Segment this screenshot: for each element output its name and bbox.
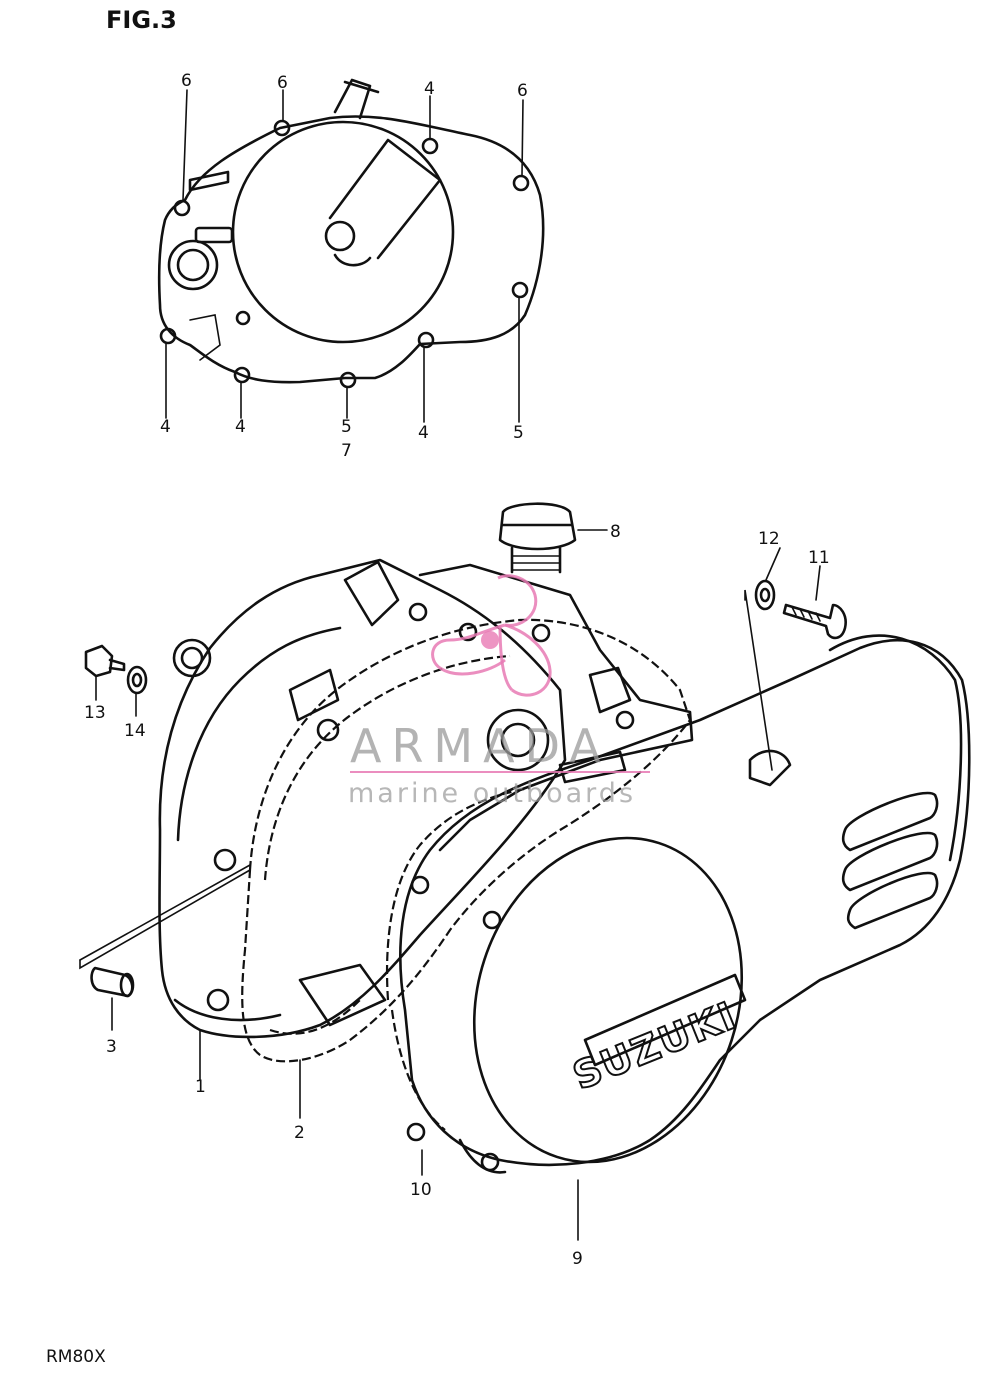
crankcase-housing [298, 563, 694, 1027]
callout-3: 3 [106, 1037, 117, 1057]
part-11-screw [782, 603, 847, 640]
bottom-leader-lines [79, 547, 821, 1241]
figure-label: FIG.3 [106, 6, 177, 34]
callout-5: 5 [341, 417, 352, 437]
part-1-clutch-cover [158, 558, 567, 1039]
callout-7: 7 [341, 441, 352, 461]
callout-14: 14 [124, 721, 146, 741]
part-10-cover-gasket [385, 786, 531, 1131]
callout-5: 5 [513, 423, 524, 443]
part-2-gasket [241, 618, 692, 1063]
callout-4: 4 [160, 417, 171, 437]
part-13-bolt [84, 644, 126, 678]
callout-6: 6 [181, 71, 192, 91]
callout-1: 1 [195, 1077, 206, 1097]
callout-12: 12 [758, 529, 780, 549]
model-label: RM80X [46, 1347, 106, 1367]
callout-4: 4 [418, 423, 429, 443]
part-3-dowel-pin [90, 966, 135, 998]
callout-4: 4 [424, 79, 435, 99]
armada-logo-icon [431, 574, 552, 697]
callout-6: 6 [517, 81, 528, 101]
callout-labels: 6 6 4 6 4 4 5 7 4 5 8 12 11 13 14 3 1 2 … [84, 71, 830, 1269]
callout-10: 10 [410, 1180, 432, 1200]
callout-2: 2 [294, 1123, 305, 1143]
part-14-washer [126, 665, 148, 695]
callout-9: 9 [572, 1249, 583, 1269]
top-leader-lines [165, 89, 524, 423]
armada-watermark: ARMADA marine outboards [348, 574, 650, 809]
callout-8: 8 [610, 522, 621, 542]
top-cover-outline [157, 78, 545, 384]
part-8-filler-cap [498, 502, 608, 574]
callout-11: 11 [808, 548, 830, 568]
watermark-name: ARMADA [350, 719, 611, 773]
part-12-washer [754, 579, 776, 611]
callout-13: 13 [84, 703, 106, 723]
top-cover-bolt-holes [159, 119, 530, 389]
callout-4: 4 [235, 417, 246, 437]
watermark-tagline: marine outboards [348, 778, 636, 809]
callout-6: 6 [277, 73, 288, 93]
